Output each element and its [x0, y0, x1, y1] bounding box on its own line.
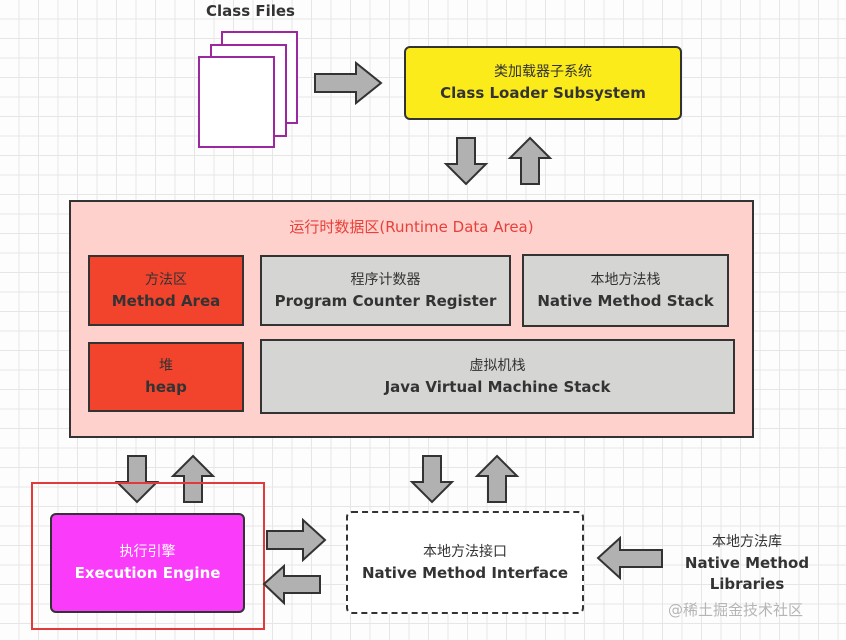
execution-engine-cn: 执行引擎 — [119, 544, 176, 560]
heap[interactable]: 堆 heap — [88, 342, 244, 412]
program-counter-cn: 程序计数器 — [350, 271, 421, 288]
runtime-data-area-title: 运行时数据区(Runtime Data Area) — [289, 218, 534, 236]
arrow-left-icon — [262, 563, 321, 606]
arrow-right-icon — [314, 60, 383, 106]
arrow-up-icon — [474, 454, 520, 503]
native-method-stack-cn: 本地方法栈 — [590, 271, 661, 288]
class-files-label: Class Files — [206, 2, 295, 20]
program-counter-en: Program Counter Register — [274, 291, 497, 310]
native-method-interface[interactable]: 本地方法接口 Native Method Interface — [346, 511, 584, 614]
execution-engine-highlight — [31, 482, 265, 630]
method-area[interactable]: 方法区 Method Area — [88, 255, 244, 326]
class-loader-cn: 类加载器子系统 — [494, 64, 592, 80]
jvm-stack-en: Java Virtual Machine Stack — [384, 377, 611, 396]
native-libraries-en-2: Libraries — [709, 574, 785, 593]
arrow-up-icon — [170, 454, 216, 503]
class-loader-en: Class Loader Subsystem — [440, 84, 646, 102]
native-method-stack[interactable]: 本地方法栈 Native Method Stack — [522, 254, 729, 327]
method-area-en: Method Area — [111, 291, 221, 310]
class-loader-subsystem[interactable]: 类加载器子系统 Class Loader Subsystem — [404, 46, 682, 120]
native-method-stack-en: Native Method Stack — [537, 291, 714, 310]
execution-engine-en: Execution Engine — [74, 564, 221, 582]
native-interface-cn: 本地方法接口 — [423, 543, 507, 560]
watermark: @稀土掘金技术社区 — [668, 601, 804, 619]
arrow-down-icon — [443, 137, 489, 186]
jvm-stack-cn: 虚拟机栈 — [469, 357, 526, 374]
heap-en: heap — [145, 378, 187, 396]
method-area-cn: 方法区 — [145, 271, 187, 288]
arrow-up-icon — [507, 136, 553, 185]
execution-engine[interactable]: 执行引擎 Execution Engine — [50, 513, 245, 613]
arrow-down-icon — [409, 455, 455, 504]
jvm-stack[interactable]: 虚拟机栈 Java Virtual Machine Stack — [260, 339, 735, 414]
arrow-right-icon — [266, 517, 327, 563]
arrow-left-icon — [596, 535, 663, 581]
heap-cn: 堆 — [159, 358, 173, 374]
native-libraries-en-1: Native Method — [684, 553, 810, 572]
program-counter-register[interactable]: 程序计数器 Program Counter Register — [260, 255, 511, 326]
native-interface-en: Native Method Interface — [361, 563, 569, 582]
native-libraries-cn: 本地方法库 — [712, 533, 782, 550]
native-method-libraries[interactable]: 本地方法库 Native Method Libraries — [672, 528, 822, 598]
